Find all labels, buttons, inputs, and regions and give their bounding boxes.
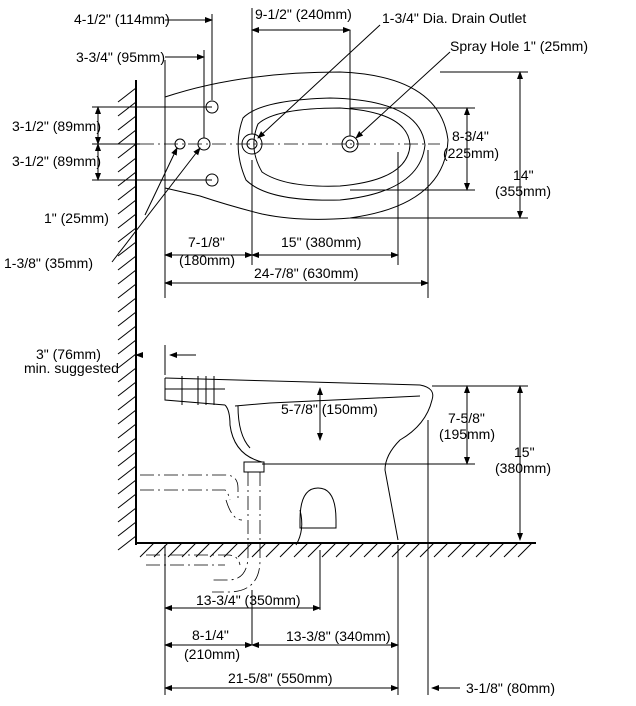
label-min-suggested: min. suggested (24, 360, 119, 376)
label-95mm: 3-3/4" (95mm) (76, 49, 165, 65)
label-380mm-side-metric: (380mm) (495, 460, 551, 476)
label-225mm-inch: 8-3/4" (452, 128, 489, 144)
label-89mm-upper: 3-1/2" (89mm) (12, 118, 101, 134)
label-76mm: 3" (76mm) (36, 346, 101, 362)
label-spray-hole: Spray Hole 1" (25mm) (450, 38, 588, 54)
label-210mm-metric: (210mm) (184, 646, 240, 662)
label-drain-outlet: 1-3/4" Dia. Drain Outlet (382, 10, 526, 26)
label-25mm: 1" (25mm) (44, 210, 109, 226)
top-view-dimension-lines (92, 8, 528, 298)
label-355mm-inch: 14" (513, 167, 534, 183)
label-380mm-side-inch: 15" (514, 444, 535, 460)
label-355mm-metric: (355mm) (495, 183, 551, 199)
label-89mm-lower: 3-1/2" (89mm) (12, 153, 101, 169)
label-195mm-metric: (195mm) (439, 426, 495, 442)
label-195mm-inch: 7-5/8" (448, 410, 485, 426)
label-180mm-metric: (180mm) (179, 252, 235, 268)
label-150mm: 5-7/8" (150mm) (281, 401, 378, 417)
top-view-bidet (140, 71, 449, 220)
label-80mm: 3-1/8" (80mm) (466, 680, 555, 696)
label-225mm-metric: (225mm) (443, 145, 499, 161)
label-340mm: 13-3/8" (340mm) (286, 628, 391, 644)
side-view-dimension-lines (135, 345, 528, 695)
wall-hatching (117, 80, 137, 551)
label-630mm: 24-7/8" (630mm) (254, 265, 359, 281)
label-114mm: 4-1/2" (114mm) (74, 11, 170, 27)
label-350mm: 13-3/4" (350mm) (196, 592, 301, 608)
label-180mm-inch: 7-1/8" (188, 234, 225, 250)
label-380mm-top: 15" (380mm) (281, 234, 361, 250)
label-35mm: 1-3/8" (35mm) (4, 255, 93, 271)
side-view-bidet (140, 376, 434, 593)
label-550mm: 21-5/8" (550mm) (228, 670, 333, 686)
label-240mm: 9-1/2" (240mm) (255, 6, 352, 22)
label-210mm-inch: 8-1/4" (192, 627, 229, 643)
